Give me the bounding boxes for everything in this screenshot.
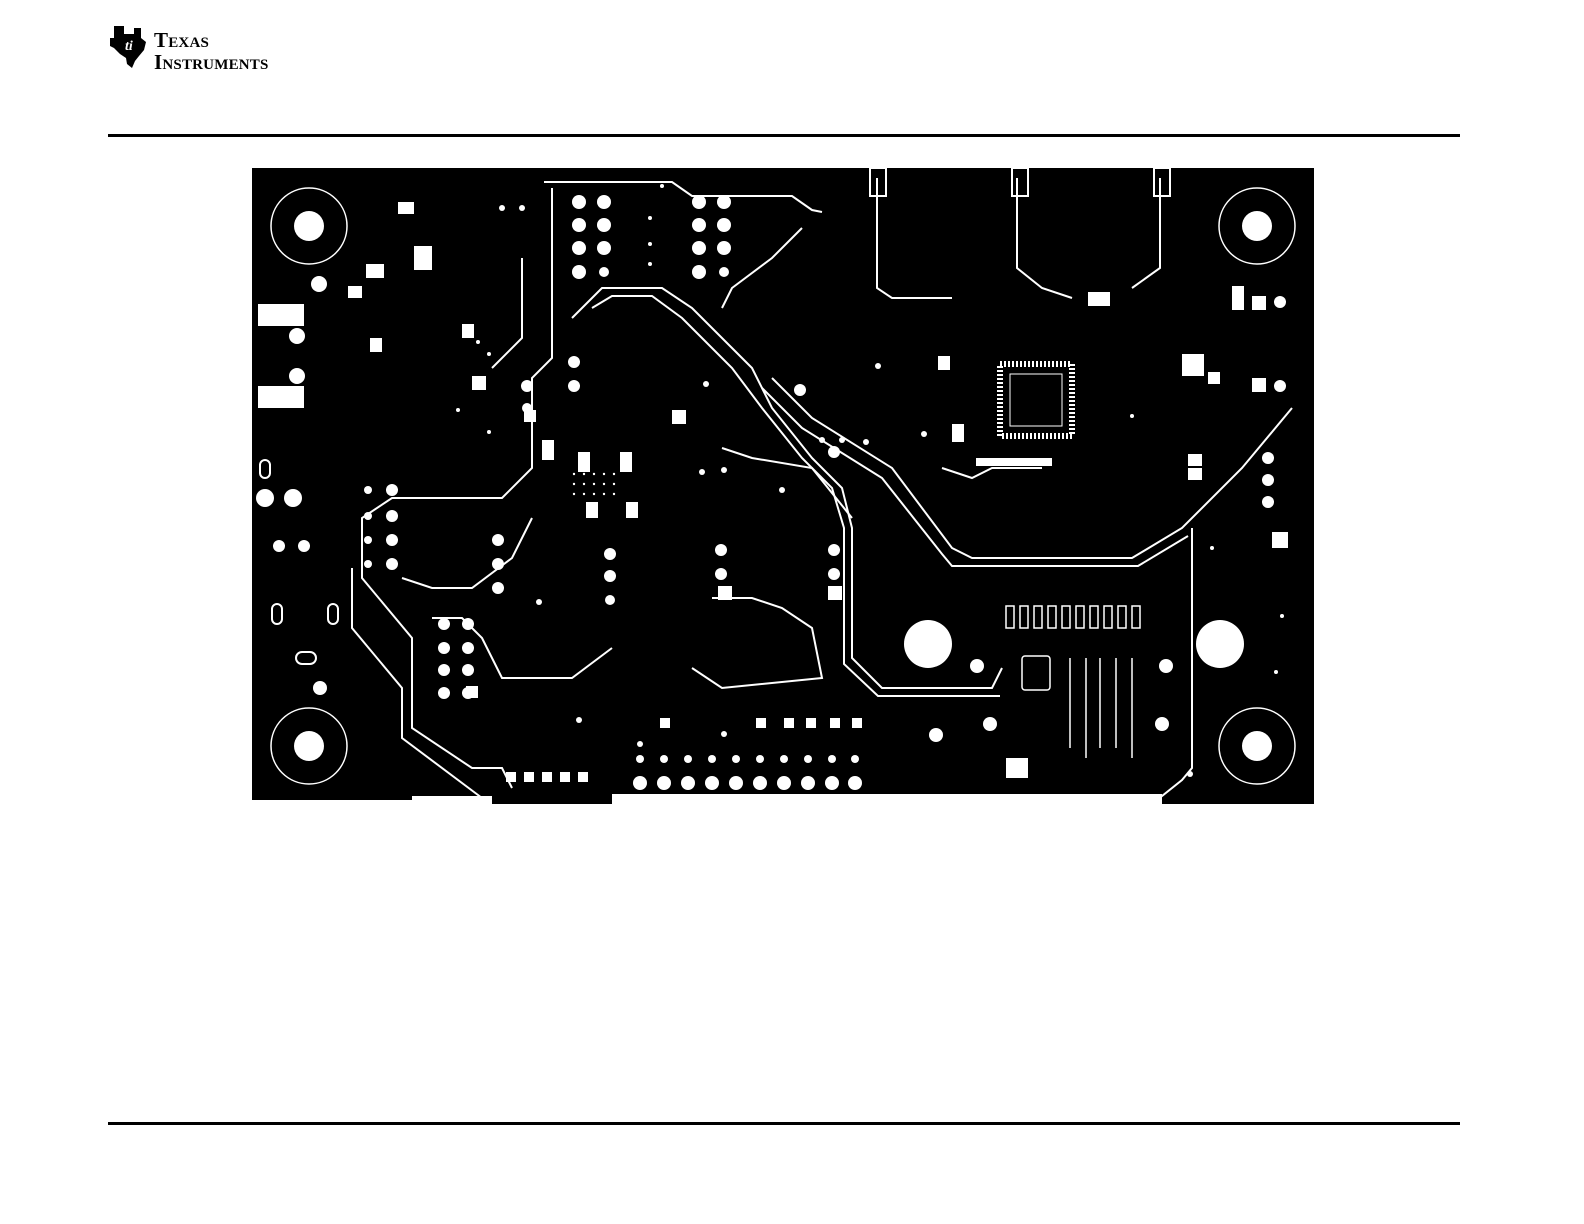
qfn-ic-footprint	[1000, 364, 1072, 436]
header-rule	[108, 134, 1460, 137]
pcb-layer-artwork	[252, 168, 1314, 804]
ti-wordmark: Texas Instruments	[154, 30, 269, 73]
wordmark-line1: Texas	[154, 28, 209, 52]
page-header: ti Texas Instruments	[108, 22, 1460, 138]
texas-state-ti-logo-icon: ti	[108, 24, 148, 70]
ti-logo: ti Texas Instruments	[108, 24, 298, 74]
board-edge	[252, 800, 412, 804]
board-notch	[612, 794, 1162, 804]
svg-text:ti: ti	[125, 39, 133, 54]
footer-rule	[108, 1122, 1460, 1125]
pcb-layer-figure	[252, 168, 1314, 804]
wordmark-line2: Instruments	[154, 52, 269, 73]
